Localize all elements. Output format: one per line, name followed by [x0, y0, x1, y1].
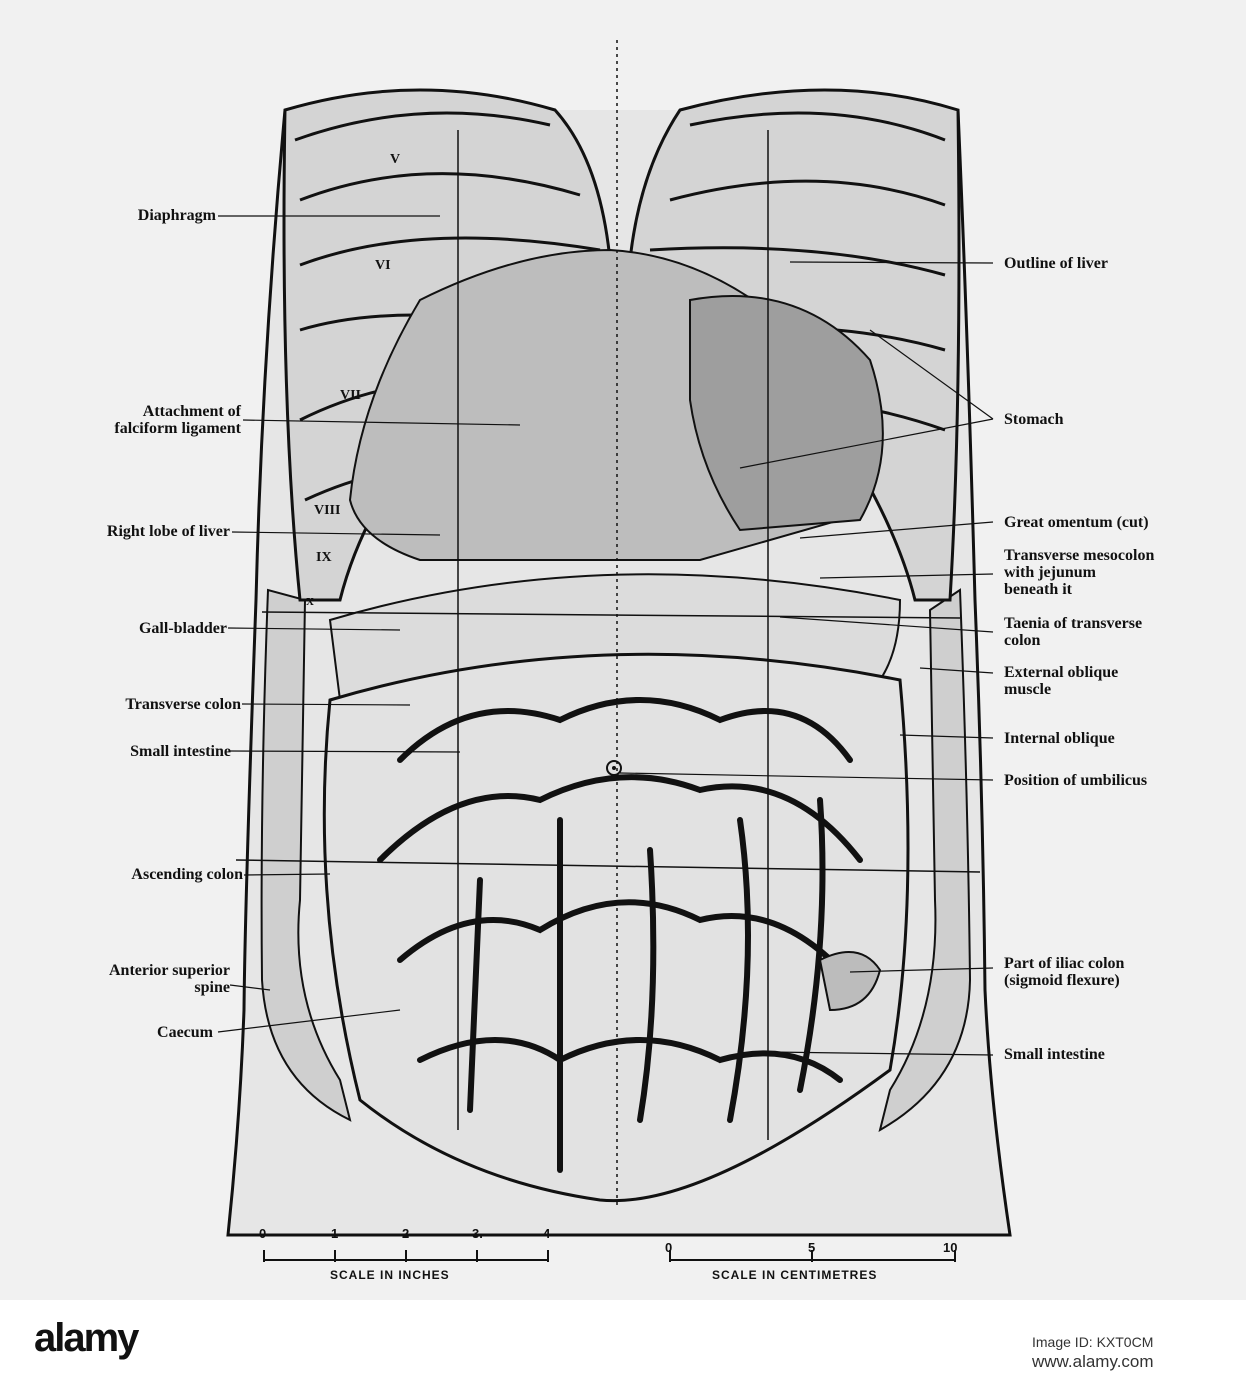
rib-label-v: V: [390, 152, 401, 167]
scale-bar-inches: [263, 1250, 549, 1262]
label-internal-oblique: Internal oblique: [1004, 730, 1115, 747]
rib-label-vii: VII: [340, 388, 362, 403]
label-diaphragm: Diaphragm: [137, 207, 216, 224]
iliac-colon: [818, 951, 882, 1012]
intestine-loops: [377, 697, 863, 1173]
scale-inches-tick-4: 4: [543, 1226, 551, 1241]
stock-footer: [0, 1300, 1246, 1390]
label-umbilicus: Position of umbilicus: [1004, 772, 1148, 789]
label-right-lobe: Right lobe of liver: [106, 523, 230, 540]
scale-inches-tick-0: 0: [259, 1226, 267, 1241]
label-ascending-colon: Ascending colon: [131, 866, 243, 883]
alamy-logo: alamy: [34, 1316, 139, 1360]
scale-bar-cm: [669, 1250, 956, 1262]
stock-url: www.alamy.com: [1032, 1352, 1154, 1371]
stomach: [689, 295, 884, 532]
scale-inches-caption: SCALE IN INCHES: [330, 1268, 450, 1282]
label-transverse-colon: Transverse colon: [125, 696, 241, 713]
scale-inches-tick-3: 3.: [472, 1226, 483, 1241]
scale-cm-caption: SCALE IN CENTIMETRES: [712, 1268, 878, 1282]
leader-lines: [217, 215, 994, 1056]
right-muscle-layer: [260, 588, 352, 1122]
label-outline-liver: Outline of liver: [1004, 255, 1108, 272]
label-stomach: Stomach: [1004, 411, 1064, 428]
rib-label-x: X: [306, 596, 314, 608]
scale-cm-tick-5: 5: [808, 1240, 816, 1255]
scale-inches-tick-2: 2: [402, 1226, 410, 1241]
left-muscle-layer: [878, 588, 972, 1133]
scale-cm-tick-0: 0: [665, 1240, 673, 1255]
label-gall-bladder: Gall-bladder: [138, 620, 227, 637]
rib-label-vi: VI: [375, 258, 391, 273]
scale-inches-tick-1: 1: [331, 1226, 339, 1241]
anatomical-plate: V VI VII VIII IX X Diaphragm Attachment …: [0, 0, 1246, 1300]
guide-lines: [235, 40, 981, 1205]
abdomen-drawing: [217, 40, 1012, 1262]
label-small-intestine-right: Small intestine: [1004, 1046, 1105, 1063]
rib-label-viii: VIII: [314, 503, 341, 518]
label-caecum: Caecum: [157, 1024, 213, 1041]
label-great-omentum: Great omentum (cut): [1004, 514, 1149, 531]
image-id: Image ID: KXT0CM: [1032, 1334, 1154, 1350]
rib-label-ix: IX: [316, 550, 332, 565]
label-small-intestine-left: Small intestine: [130, 743, 231, 760]
scale-cm-tick-10: 10: [943, 1240, 958, 1255]
umbilicus-mark: [606, 760, 622, 776]
label-iliac-colon: Part of iliac colon(sigmoid flexure): [1004, 955, 1125, 989]
